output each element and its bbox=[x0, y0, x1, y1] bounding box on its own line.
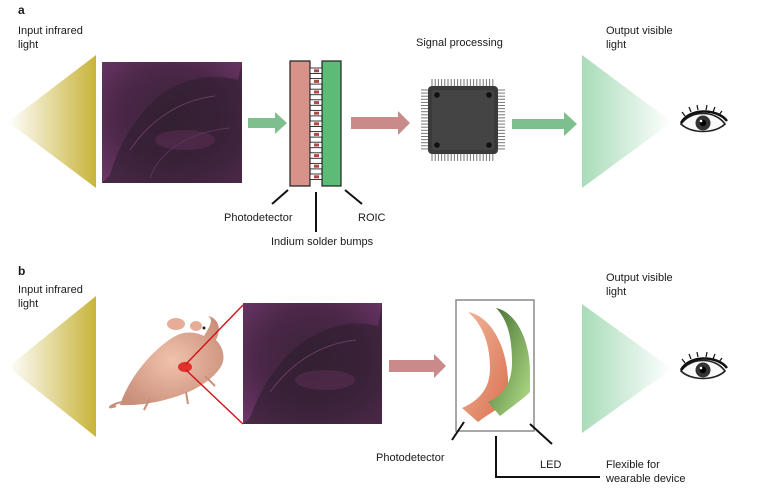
flexible-label-line1: Flexible for bbox=[606, 459, 660, 471]
roic-layer bbox=[321, 60, 342, 187]
infrared-light-cone-b bbox=[8, 296, 96, 437]
indium-bump-core bbox=[314, 69, 319, 73]
arrow-detector-to-chip bbox=[351, 111, 410, 135]
signal-processing-label: Signal processing bbox=[416, 37, 503, 49]
indium-bumps-label: Indium solder bumps bbox=[271, 236, 374, 248]
signal-processing-chip bbox=[421, 79, 505, 161]
indium-bump-core bbox=[314, 79, 319, 83]
indium-bump-core bbox=[314, 154, 319, 158]
panel-b-input-label-line1: Input infrared bbox=[18, 284, 83, 296]
photodetector-layer bbox=[289, 60, 311, 187]
zoom-line-bottom bbox=[185, 369, 244, 425]
panel-a-output-label-line1: Output visible bbox=[606, 25, 673, 37]
panel-b-input-label-line2: light bbox=[18, 298, 38, 310]
hybrid-detector-stack bbox=[289, 60, 342, 187]
tissue-image bbox=[102, 62, 242, 183]
panel-a-letter: a bbox=[18, 3, 25, 17]
panel-b-letter: b bbox=[18, 264, 25, 278]
indium-bump-core bbox=[314, 132, 319, 136]
panel-a-input-label-line1: Input infrared bbox=[18, 25, 83, 37]
arrow-chip-to-output bbox=[512, 112, 577, 136]
photodetector-label-b: Photodetector bbox=[376, 452, 445, 464]
flexible-device bbox=[455, 299, 535, 432]
mouse-image bbox=[108, 316, 224, 411]
arrow-tissue-to-wearable bbox=[389, 354, 446, 378]
indium-bump-core bbox=[314, 90, 319, 94]
eye-icon bbox=[679, 104, 728, 133]
infrared-light-cone bbox=[8, 55, 96, 188]
indium-bump-core bbox=[314, 164, 319, 168]
photodetector-label-a: Photodetector bbox=[224, 212, 293, 224]
panel-a-input-label-line2: light bbox=[18, 39, 38, 51]
indium-bump-core bbox=[314, 175, 319, 179]
indium-bump-core bbox=[314, 122, 319, 126]
panel-b-output-label-line1: Output visible bbox=[606, 272, 673, 284]
tissue-image-b bbox=[243, 303, 382, 424]
indium-bump-core bbox=[314, 111, 319, 115]
panel-a-output-label-line2: light bbox=[606, 39, 626, 51]
visible-light-cone bbox=[582, 55, 672, 188]
panel-b-output-label-line2: light bbox=[606, 286, 626, 298]
visible-light-cone-b bbox=[582, 304, 672, 433]
zoom-line-top bbox=[185, 304, 244, 365]
indium-bumps bbox=[309, 67, 323, 180]
eye-icon-b bbox=[679, 351, 728, 380]
roic-label: ROIC bbox=[358, 212, 386, 224]
indium-bump-core bbox=[314, 143, 319, 147]
led-label: LED bbox=[540, 459, 561, 471]
arrow-tissue-to-detector bbox=[248, 112, 287, 134]
indium-bump-core bbox=[314, 101, 319, 105]
flexible-label-line2: wearable device bbox=[605, 473, 686, 485]
